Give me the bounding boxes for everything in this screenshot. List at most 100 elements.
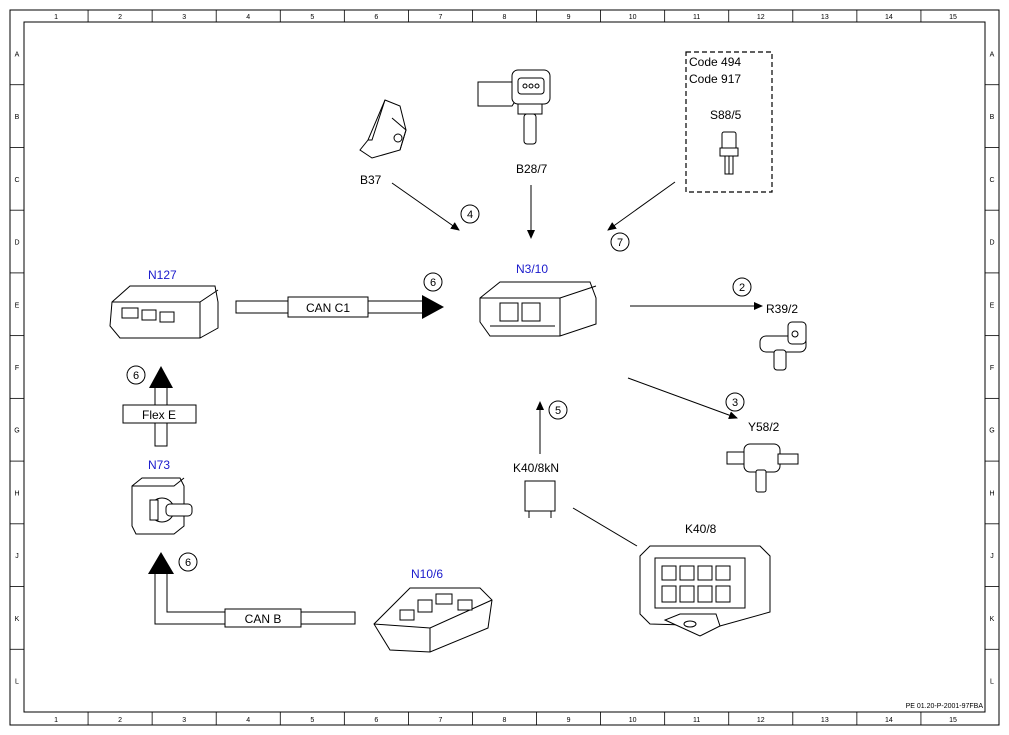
n73-ignition-switch-icon xyxy=(131,477,193,535)
grid-row-label: K xyxy=(990,616,995,623)
n127-label: N127 xyxy=(148,268,177,282)
callout-6-flex-e: 6 xyxy=(126,365,146,385)
arrow-n3-10-to-y58-2 xyxy=(627,377,738,419)
grid-row-label: E xyxy=(990,302,995,309)
grid-column-label: 8 xyxy=(503,717,507,724)
grid-column-label: 15 xyxy=(949,14,957,21)
k40-8-label: K40/8 xyxy=(685,522,717,536)
grid-row-label: J xyxy=(15,553,19,560)
grid-column-label: 5 xyxy=(310,717,314,724)
can-b-label: CAN B xyxy=(245,612,282,626)
can-b-bus: CAN B xyxy=(148,552,356,628)
grid-column-label: 8 xyxy=(503,14,507,21)
s88-5-label: S88/5 xyxy=(710,108,742,122)
callout-6-can-c1: 6 xyxy=(423,272,443,292)
callout-5: 5 xyxy=(548,400,568,420)
svg-text:6: 6 xyxy=(133,370,139,382)
n10-6-label: N10/6 xyxy=(411,567,443,581)
grid-row-label: C xyxy=(14,177,19,184)
b37-pedal-sensor-icon xyxy=(359,99,407,159)
grid-column-label: 6 xyxy=(374,717,378,724)
grid-column-label: 13 xyxy=(821,14,829,21)
callout-3: 3 xyxy=(725,392,745,412)
grid-column-label: 2 xyxy=(118,717,122,724)
r39-2-label: R39/2 xyxy=(766,302,798,316)
b28-7-label: B28/7 xyxy=(516,162,548,176)
grid-column-label: 7 xyxy=(438,717,442,724)
arrow-s88-5-to-n3-10 xyxy=(607,181,676,231)
code-option-box: Code 494 Code 917 S88/5 xyxy=(685,51,773,193)
n3-10-label: N3/10 xyxy=(516,262,548,276)
grid-row-label: L xyxy=(990,679,994,686)
y58-2-label: Y58/2 xyxy=(748,420,780,434)
grid-column-label: 12 xyxy=(757,14,765,21)
grid-row-label: B xyxy=(990,114,995,121)
grid-column-label: 1 xyxy=(54,717,58,724)
svg-text:3: 3 xyxy=(732,397,738,409)
grid-column-label: 10 xyxy=(629,14,637,21)
callout-2: 2 xyxy=(732,277,752,297)
arrow-b37-to-n3-10 xyxy=(391,182,460,231)
grid-row-label: A xyxy=(15,51,20,58)
n10-6-control-unit-icon xyxy=(373,587,493,653)
svg-text:6: 6 xyxy=(185,557,191,569)
grid-column-label: 12 xyxy=(757,717,765,724)
r39-2-heater-icon xyxy=(759,321,807,371)
k40-8-fuse-box-icon xyxy=(639,545,771,637)
grid-column-label: 14 xyxy=(885,14,893,21)
svg-text:2: 2 xyxy=(739,282,745,294)
grid-row-label: B xyxy=(15,114,20,121)
k40-8kn-relay-icon xyxy=(524,480,556,518)
grid-column-label: 15 xyxy=(949,717,957,724)
grid-row-label: G xyxy=(14,428,19,435)
grid-column-label: 3 xyxy=(182,14,186,21)
grid-row-label: A xyxy=(990,51,995,58)
grid-column-label: 9 xyxy=(567,14,571,21)
grid-row-label: F xyxy=(15,365,19,372)
grid-row-label: L xyxy=(15,679,19,686)
grid-column-label: 4 xyxy=(246,14,250,21)
svg-text:6: 6 xyxy=(430,277,436,289)
grid-row-label: E xyxy=(15,302,20,309)
can-c1-bus: CAN C1 xyxy=(235,295,444,319)
grid-row-label: D xyxy=(989,240,994,247)
svg-text:5: 5 xyxy=(555,405,561,417)
svg-text:4: 4 xyxy=(467,209,473,221)
grid-column-label: 11 xyxy=(693,717,700,724)
grid-column-label: 11 xyxy=(693,14,700,21)
callout-6-can-b: 6 xyxy=(178,552,198,572)
can-c1-label: CAN C1 xyxy=(306,301,350,315)
n127-control-unit-icon xyxy=(109,285,219,339)
grid-row-label: H xyxy=(989,490,994,497)
grid-column-label: 7 xyxy=(438,14,442,21)
grid-column-label: 5 xyxy=(310,14,314,21)
flex-e-bus: Flex E xyxy=(122,366,197,447)
grid-row-label: G xyxy=(989,428,994,435)
grid-column-label: 9 xyxy=(567,717,571,724)
line-k40-8kn-to-k40-8 xyxy=(572,507,638,547)
grid-column-label: 10 xyxy=(629,717,637,724)
k40-8kn-label: K40/8kN xyxy=(513,461,559,475)
grid-column-label: 14 xyxy=(885,717,893,724)
y58-2-valve-icon xyxy=(726,443,799,493)
drawing-frame xyxy=(9,9,1000,726)
grid-row-label: F xyxy=(990,365,994,372)
svg-text:7: 7 xyxy=(617,237,623,249)
grid-column-label: 13 xyxy=(821,717,829,724)
code-494-label: Code 494 xyxy=(689,55,741,69)
s88-5-switch-icon xyxy=(719,131,739,175)
grid-row-label: H xyxy=(14,490,19,497)
grid-row-label: D xyxy=(14,240,19,247)
connection-lines xyxy=(391,181,763,547)
grid-column-label: 6 xyxy=(374,14,378,21)
grid-row-label: J xyxy=(990,553,994,560)
grid-column-label: 2 xyxy=(118,14,122,21)
flex-e-label: Flex E xyxy=(142,408,176,422)
callout-4: 4 xyxy=(460,204,480,224)
n3-10-ecu-icon xyxy=(479,281,597,337)
b28-7-pressure-sensor-icon xyxy=(477,69,551,145)
grid-column-labels: 1122334455667788991010111112121313141415… xyxy=(54,10,957,725)
n73-label: N73 xyxy=(148,458,170,472)
